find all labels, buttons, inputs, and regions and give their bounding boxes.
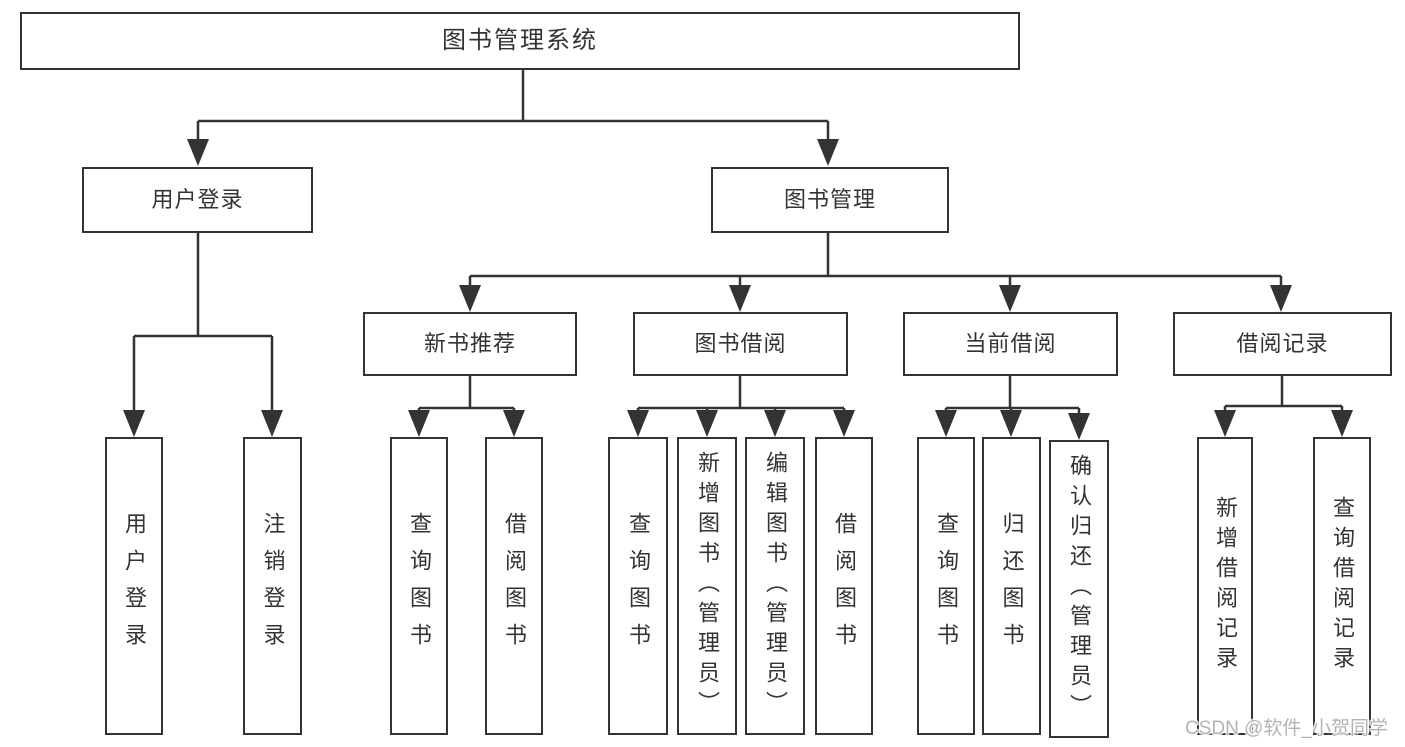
connector-newbooks-leaves — [417, 376, 516, 416]
node-new-book-recommend: 新书推荐 — [363, 312, 577, 376]
leaf-current-confirm-return-admin: 确认归还（管理员） — [1049, 440, 1109, 738]
connector-borrowing-leaves — [636, 376, 846, 416]
leaf-borrowing-add-books-admin: 新增图书（管理员） — [677, 437, 737, 735]
node-current-borrowing: 当前借阅 — [903, 312, 1118, 376]
leaf-user-login: 用户登录 — [105, 437, 163, 735]
leaf-current-query-books: 查询图书 — [917, 437, 975, 735]
leaf-records-query-record: 查询借阅记录 — [1313, 437, 1371, 735]
node-library-system: 图书管理系统 — [20, 12, 1020, 70]
connector-bookmgmt-level3 — [468, 233, 1283, 290]
node-borrowing-records: 借阅记录 — [1173, 312, 1392, 376]
leaf-borrowing-query-books: 查询图书 — [608, 437, 668, 735]
connector-records-leaves — [1223, 376, 1344, 414]
leaf-logout: 注销登录 — [243, 437, 302, 735]
connector-root-level2 — [196, 70, 830, 146]
leaf-records-add-record: 新增借阅记录 — [1197, 437, 1253, 735]
csdn-watermark: CSDN @软件_小贺同学 — [1185, 718, 1388, 739]
node-book-borrowing: 图书借阅 — [633, 312, 848, 376]
leaf-borrowing-edit-books-admin: 编辑图书（管理员） — [745, 437, 805, 735]
leaf-newbooks-query-books: 查询图书 — [390, 437, 448, 735]
leaf-current-return-books: 归还图书 — [982, 437, 1041, 735]
connector-userlogin-leaves — [132, 233, 274, 414]
node-book-management: 图书管理 — [711, 167, 949, 233]
leaf-borrowing-borrow-books: 借阅图书 — [815, 437, 873, 735]
node-user-login: 用户登录 — [82, 167, 313, 233]
leaf-newbooks-borrow-books: 借阅图书 — [485, 437, 543, 735]
